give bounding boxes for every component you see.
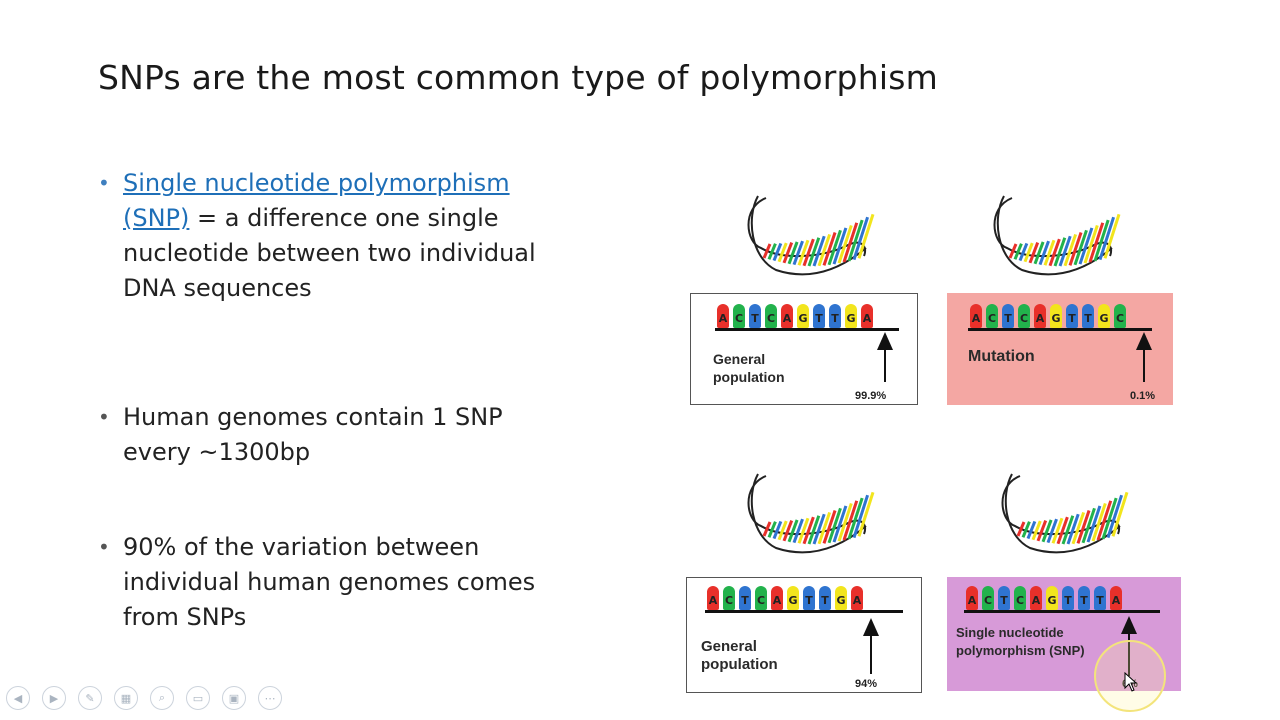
nucleotide-C: C xyxy=(982,586,994,610)
camera-icon[interactable]: ▣ xyxy=(222,686,246,710)
nucleotide-T: T xyxy=(803,586,815,610)
cursor-highlight xyxy=(1094,640,1166,712)
nucleotide-A: A xyxy=(1034,304,1046,328)
mouse-pointer-icon xyxy=(1124,672,1138,692)
snp-variation-text: 90% of the variation between individual … xyxy=(123,533,536,631)
nucleotide-G: G xyxy=(797,304,809,328)
nucleotide-A: A xyxy=(861,304,873,328)
nucleotide-C: C xyxy=(733,304,745,328)
nucleotide-C: C xyxy=(755,586,767,610)
panel-label: Mutation xyxy=(968,348,1035,365)
percent-label: 99.9% xyxy=(855,390,887,402)
nucleotide-C: C xyxy=(1018,304,1030,328)
dna-helix-top-right xyxy=(993,195,1121,276)
nucleotide-G: G xyxy=(845,304,857,328)
nucleotide-G: G xyxy=(787,586,799,610)
dna-helix-bottom-left xyxy=(747,473,875,554)
nucleotide-T: T xyxy=(829,304,841,328)
prev-icon[interactable]: ◀ xyxy=(6,686,30,710)
subtitles-icon[interactable]: ▭ xyxy=(186,686,210,710)
panel-label: Single nucleotide polymorphism (SNP) xyxy=(956,625,1085,658)
percent-label: 94% xyxy=(855,678,878,690)
nucleotide-A: A xyxy=(717,304,729,328)
nucleotide-T: T xyxy=(813,304,825,328)
bullet-dot: • xyxy=(98,405,110,429)
nucleotide-T: T xyxy=(1066,304,1078,328)
slide-title: SNPs are the most common type of polymor… xyxy=(98,58,938,97)
nucleotide-A: A xyxy=(1030,586,1042,610)
slides-icon[interactable]: ▦ xyxy=(114,686,138,710)
nucleotide-T: T xyxy=(819,586,831,610)
nucleotide-A: A xyxy=(707,586,719,610)
nucleotide-T: T xyxy=(1002,304,1014,328)
nucleotide-C: C xyxy=(1114,304,1126,328)
nucleotide-A: A xyxy=(771,586,783,610)
snp-link[interactable]: Single nucleotide polymorphism (SNP) xyxy=(123,169,510,232)
nucleotide-T: T xyxy=(749,304,761,328)
dna-helix-top-left xyxy=(747,195,875,276)
percent-label: 0.1% xyxy=(1130,390,1156,402)
nucleotide-A: A xyxy=(1110,586,1122,610)
nucleotide-A: A xyxy=(851,586,863,610)
nucleotide-T: T xyxy=(1062,586,1074,610)
next-icon[interactable]: ▶ xyxy=(42,686,66,710)
snp-definition-text: = a difference one single nucleotide bet… xyxy=(123,204,536,302)
bullet-dot: • xyxy=(98,535,110,559)
nucleotide-G: G xyxy=(1050,304,1062,328)
bullet-dot: • xyxy=(98,171,110,195)
nucleotide-T: T xyxy=(739,586,751,610)
snp-frequency-text: Human genomes contain 1 SNP every ~1300b… xyxy=(123,403,503,466)
zoom-icon[interactable]: ⌕ xyxy=(150,686,174,710)
nucleotide-T: T xyxy=(1078,586,1090,610)
nucleotide-G: G xyxy=(1098,304,1110,328)
nucleotide-C: C xyxy=(765,304,777,328)
nucleotide-C: C xyxy=(1014,586,1026,610)
nucleotide-G: G xyxy=(1046,586,1058,610)
nucleotide-A: A xyxy=(781,304,793,328)
more-icon[interactable]: ⋯ xyxy=(258,686,282,710)
nucleotide-A: A xyxy=(970,304,982,328)
nucleotide-C: C xyxy=(986,304,998,328)
slideshow-toolbar: ◀ ▶ ✎ ▦ ⌕ ▭ ▣ ⋯ xyxy=(6,686,282,710)
nucleotide-A: A xyxy=(966,586,978,610)
panel-label: General population xyxy=(701,638,778,673)
dna-helix-bottom-right xyxy=(1001,473,1129,554)
nucleotide-T: T xyxy=(998,586,1010,610)
nucleotide-G: G xyxy=(835,586,847,610)
nucleotide-T: T xyxy=(1082,304,1094,328)
panel-label: General population xyxy=(713,351,785,385)
nucleotide-T: T xyxy=(1094,586,1106,610)
pen-icon[interactable]: ✎ xyxy=(78,686,102,710)
nucleotide-C: C xyxy=(723,586,735,610)
